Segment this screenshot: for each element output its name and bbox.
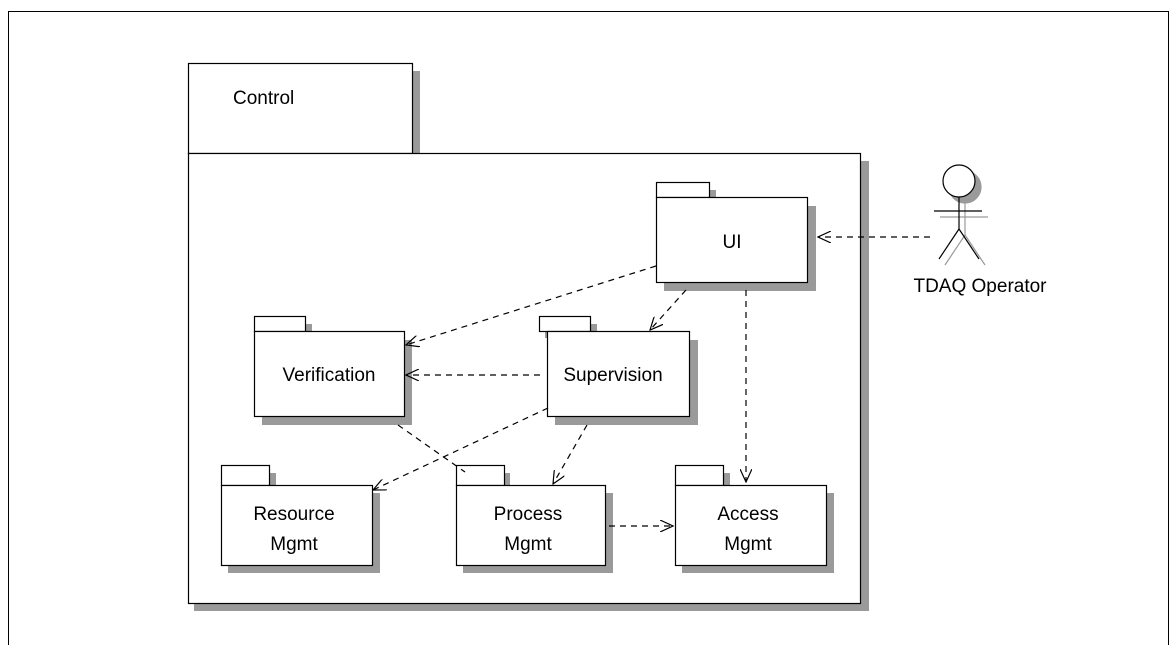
control-title: Control [233,88,294,109]
package-process-mgmt: Process Mgmt [455,464,613,573]
package-access-mgmt: Access Mgmt [674,464,834,573]
actor-label: TDAQ Operator [913,276,1047,297]
dep-verification-process [397,424,466,473]
stick-figure-icon [934,164,982,260]
dependencies [373,237,930,526]
package-verification-label: Verification [283,365,376,386]
package-process-mgmt-label-1: Process [494,504,563,525]
package-supervision-label: Supervision [563,365,662,386]
dep-supervision-process [553,424,588,484]
package-ui-label: UI [723,232,742,253]
package-ui: UI [655,181,816,291]
package-access-mgmt-label-1: Access [717,504,778,525]
package-access-mgmt-label-2: Mgmt [724,534,772,555]
actor-tdaq-operator: TDAQ Operator [913,164,1047,297]
package-resource-mgmt-label-2: Mgmt [270,534,318,555]
figure-border [8,11,1169,650]
package-verification: Verification [253,315,412,425]
package-process-mgmt-label-2: Mgmt [504,534,552,555]
package-resource-mgmt-label-1: Resource [253,504,334,525]
package-resource-mgmt: Resource Mgmt [220,464,380,573]
control-tab [187,62,414,155]
package-supervision: Supervision [538,315,698,425]
dep-ui-supervision [650,289,687,330]
